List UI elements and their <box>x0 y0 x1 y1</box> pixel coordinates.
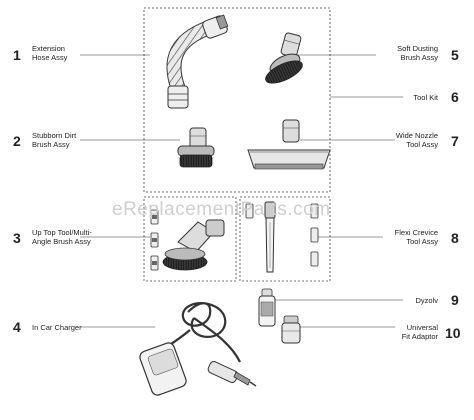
in-car-charger-illustration <box>139 302 257 396</box>
crevice-box <box>239 196 331 282</box>
part-label-8: Flexi Crevice Tool Assy <box>395 228 438 246</box>
part-label-2-line2: Brush Assy <box>32 140 70 149</box>
part-number-1: 1 <box>13 47 21 63</box>
multi-angle-brush-illustration <box>150 209 225 271</box>
part-label-10-line2: Fit Adaptor <box>401 332 438 341</box>
part-label-8-line1: Flexi Crevice <box>394 228 438 237</box>
part-label-3-line2: Angle Brush Assy <box>32 237 91 246</box>
part-label-5-line1: Soft Dusting <box>397 44 438 53</box>
part-number-6: 6 <box>451 89 459 105</box>
tool-kit-box <box>143 7 331 193</box>
part-label-1-line2: Hose Assy <box>32 53 68 62</box>
universal-adaptor-illustration <box>281 315 301 344</box>
part-label-1-line1: Extension <box>32 44 65 53</box>
soft-dusting-brush-illustration <box>265 32 303 84</box>
part-label-4: In Car Charger <box>32 323 82 332</box>
part-number-10: 10 <box>445 325 461 341</box>
part-label-3: Up Top Tool/Multi- Angle Brush Assy <box>32 228 92 246</box>
part-number-8: 8 <box>451 230 459 246</box>
part-label-9: Dyzolv <box>415 296 438 305</box>
part-label-7-line2: Tool Assy <box>406 140 438 149</box>
watermark: eReplacementParts.com <box>112 199 331 220</box>
extension-hose-illustration <box>166 14 229 109</box>
part-label-10: Universal Fit Adaptor <box>402 323 438 341</box>
part-label-7: Wide Nozzle Tool Assy <box>396 131 438 149</box>
part-label-7-line1: Wide Nozzle <box>395 131 438 140</box>
leader-lines <box>80 54 403 328</box>
wide-nozzle-illustration <box>247 119 331 170</box>
part-number-4: 4 <box>13 319 21 335</box>
part-label-6: Tool Kit <box>413 93 438 102</box>
multi-angle-box <box>143 196 237 282</box>
part-number-7: 7 <box>451 133 459 149</box>
part-label-2: Stubborn Dirt Brush Assy <box>32 131 76 149</box>
part-label-10-line1: Universal <box>406 323 438 332</box>
flexi-crevice-illustration <box>245 201 319 273</box>
part-number-5: 5 <box>451 47 459 63</box>
part-label-2-line1: Stubborn Dirt <box>32 131 77 140</box>
part-label-5: Soft Dusting Brush Assy <box>397 44 438 62</box>
part-number-9: 9 <box>451 292 459 308</box>
dyzolv-bottle-illustration <box>258 288 276 327</box>
part-number-2: 2 <box>13 133 21 149</box>
part-label-8-line2: Tool Assy <box>406 237 438 246</box>
stubborn-dirt-brush-illustration <box>177 127 215 168</box>
part-label-5-line2: Brush Assy <box>400 53 438 62</box>
part-label-3-line1: Up Top Tool/Multi- <box>32 228 92 237</box>
part-label-1: Extension Hose Assy <box>32 44 67 62</box>
part-number-3: 3 <box>13 230 21 246</box>
